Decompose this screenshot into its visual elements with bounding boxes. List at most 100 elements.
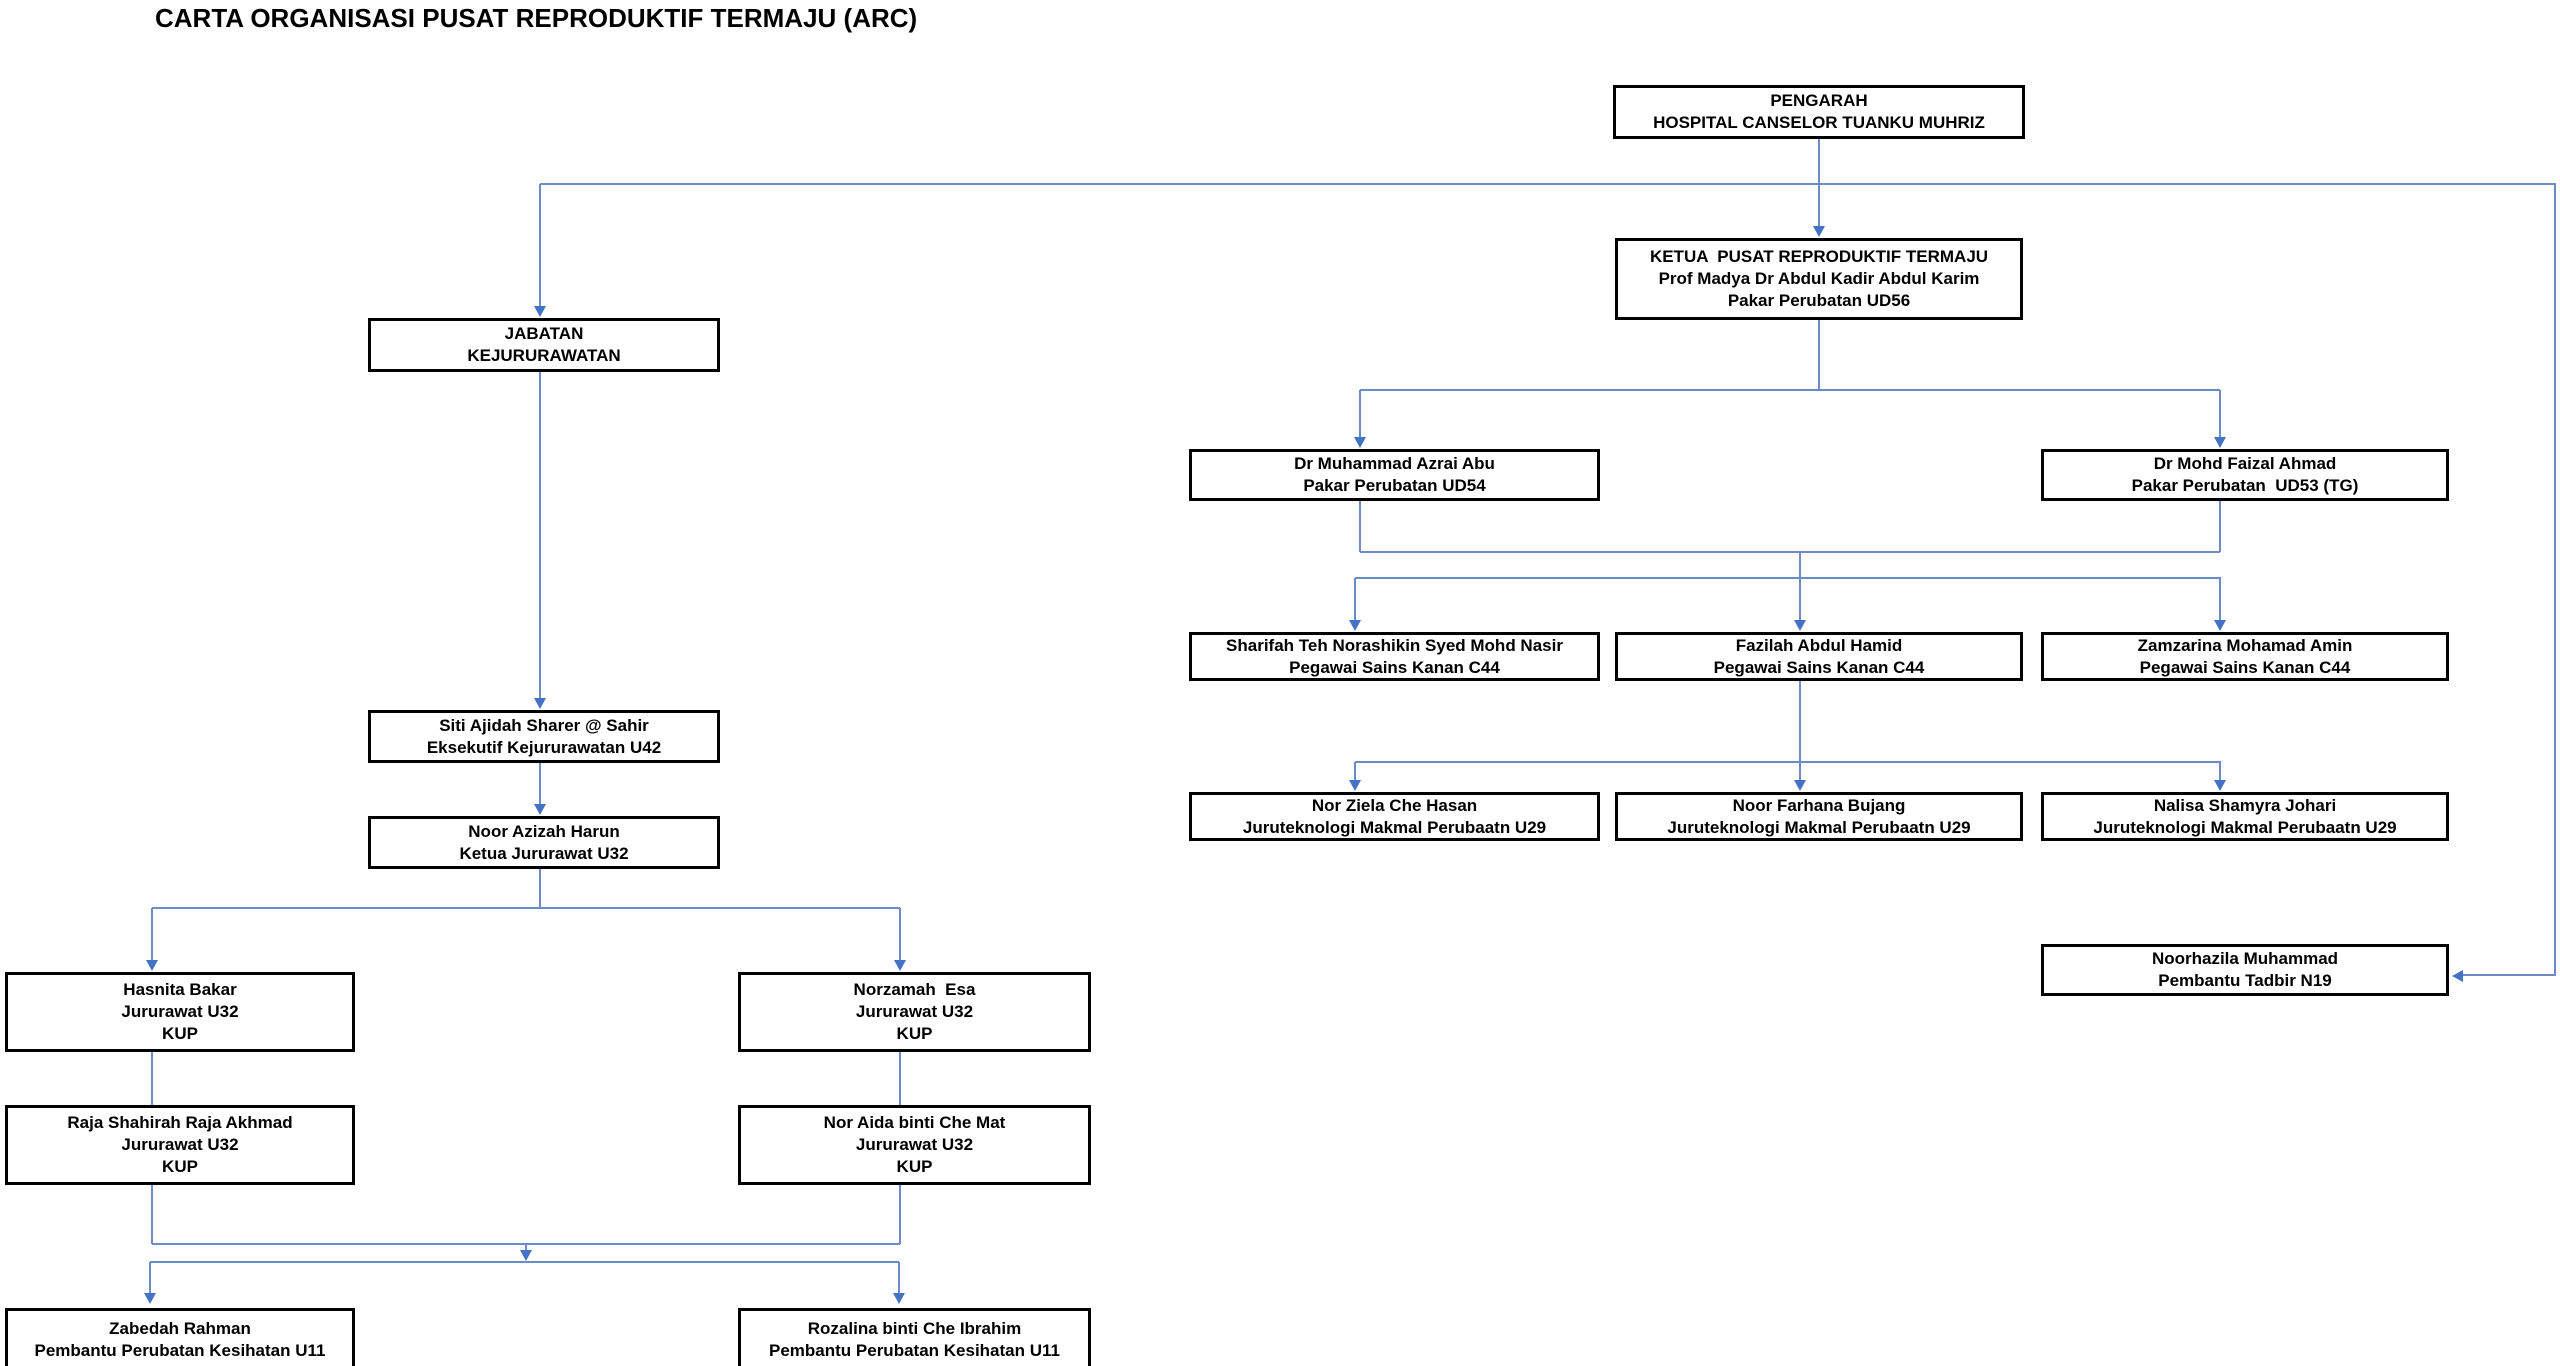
connector-vertical-line bbox=[898, 1262, 900, 1294]
connector-vertical-line bbox=[1799, 681, 1801, 762]
arrowhead-down-icon bbox=[1813, 226, 1825, 237]
connector-horizontal-line bbox=[1355, 577, 2221, 579]
arrowhead-down-icon bbox=[146, 960, 158, 971]
org-box-hasnita-bakar-line-1: Hasnita Bakar bbox=[123, 980, 237, 999]
arrowhead-down-icon bbox=[144, 1293, 156, 1304]
connector-vertical-line bbox=[539, 184, 541, 310]
org-box-jabatan-kejururawatan: JABATAN KEJURURAWATAN bbox=[368, 318, 720, 372]
org-box-zamzarina-mohamad-amin-line-2: Pegawai Sains Kanan C44 bbox=[2139, 657, 2351, 677]
connector-vertical-line bbox=[149, 1262, 151, 1294]
org-box-ketua-pusat-reproduktif-line-2: Prof Madya Dr Abdul Kadir Abdul Karim bbox=[1658, 269, 1980, 288]
connector-vertical-line bbox=[2219, 501, 2221, 552]
arrowhead-down-icon bbox=[894, 960, 906, 971]
org-box-nalisa-shamyra-johari-line-1: Nalisa Shamyra Johari bbox=[2153, 795, 2337, 815]
connector-vertical-line bbox=[2219, 390, 2221, 439]
arrowhead-down-icon bbox=[2214, 620, 2226, 631]
org-box-raja-shahirah-raja-akhmad-line-2: Jururawat U32 bbox=[121, 1135, 239, 1154]
arrowhead-down-icon bbox=[1794, 620, 1806, 631]
org-box-norzamah-esa-line-3: KUP bbox=[896, 1024, 933, 1043]
arrowhead-down-icon bbox=[1349, 620, 1361, 631]
connector-vertical-line bbox=[151, 1052, 153, 1105]
arrowhead-down-icon bbox=[1354, 437, 1366, 448]
org-box-pengarah-hospital-line-2: HOSPITAL CANSELOR TUANKU MUHRIZ bbox=[1653, 113, 1985, 132]
org-box-raja-shahirah-raja-akhmad-line-1: Raja Shahirah Raja Akhmad bbox=[67, 1113, 293, 1132]
org-box-ketua-pusat-reproduktif: KETUA PUSAT REPRODUKTIF TERMAJU Prof Mady… bbox=[1615, 238, 2023, 320]
org-box-nor-ziela-che-hasan-line-2: Juruteknologi Makmal Perubaatn U29 bbox=[1242, 817, 1547, 837]
org-box-noor-farhana-bujang-line-1: Noor Farhana Bujang bbox=[1732, 795, 1906, 815]
org-box-ketua-pusat-reproduktif-line-3: Pakar Perubatan UD56 bbox=[1727, 291, 1911, 310]
org-box-noor-azizah-harun-line-1: Noor Azizah Harun bbox=[468, 821, 620, 841]
org-box-jabatan-kejururawatan-line-2: KEJURURAWATAN bbox=[467, 346, 621, 365]
connector-vertical-line bbox=[539, 763, 541, 806]
connector-vertical-line bbox=[899, 1185, 901, 1244]
org-box-nalisa-shamyra-johari-line-2: Juruteknologi Makmal Perubaatn U29 bbox=[2093, 817, 2397, 837]
org-box-fazilah-abdul-hamid-line-2: Pegawai Sains Kanan C44 bbox=[1713, 657, 1925, 677]
connector-vertical-line bbox=[1359, 501, 1361, 552]
connector-vertical-line bbox=[2219, 578, 2221, 621]
org-box-zamzarina-mohamad-amin-line-1: Zamzarina Mohamad Amin bbox=[2137, 635, 2353, 655]
arrowhead-down-icon bbox=[534, 804, 546, 815]
connector-horizontal-line bbox=[540, 183, 2556, 185]
org-box-dr-muhammad-azrai-abu-line-1: Dr Muhammad Azrai Abu bbox=[1294, 454, 1495, 473]
connector-vertical-line bbox=[1818, 184, 1820, 230]
arrowhead-left-icon bbox=[2452, 970, 2463, 982]
arrowhead-down-icon bbox=[534, 306, 546, 317]
org-box-sharifah-teh-norashikin-line-1: Sharifah Teh Norashikin Syed Mohd Nasir bbox=[1226, 635, 1563, 655]
org-box-nor-aida-binti-che-mat-line-1: Nor Aida binti Che Mat bbox=[823, 1113, 1006, 1132]
org-box-noorhazila-muhammad-line-2: Pembantu Tadbir N19 bbox=[2158, 971, 2332, 990]
connector-vertical-line bbox=[1354, 762, 1356, 782]
org-box-nor-ziela-che-hasan-line-1: Nor Ziela Che Hasan bbox=[1311, 795, 1478, 815]
org-box-jabatan-kejururawatan-line-1: JABATAN bbox=[504, 324, 584, 343]
connector-horizontal-line bbox=[1355, 761, 2221, 763]
org-box-norzamah-esa-line-1: Norzamah Esa bbox=[853, 980, 976, 999]
org-box-fazilah-abdul-hamid-line-1: Fazilah Abdul Hamid bbox=[1735, 635, 1903, 655]
org-box-dr-mohd-faizal-ahmad-line-1: Dr Mohd Faizal Ahmad bbox=[2153, 454, 2337, 473]
org-box-nor-aida-binti-che-mat-line-2: Jururawat U32 bbox=[855, 1135, 974, 1154]
connector-vertical-line bbox=[1354, 578, 1356, 621]
arrowhead-down-icon bbox=[2214, 437, 2226, 448]
arrowhead-down-icon bbox=[893, 1293, 905, 1304]
org-box-rozalina-binti-che-ibrahim-line-1: Rozalina binti Che Ibrahim bbox=[807, 1319, 1022, 1338]
org-box-siti-ajidah-sharer-line-2: Eksekutif Kejururawatan U42 bbox=[426, 737, 662, 757]
connector-horizontal-line bbox=[1360, 389, 2220, 391]
org-box-ketua-pusat-reproduktif-line-1: KETUA PUSAT REPRODUKTIF TERMAJU bbox=[1649, 247, 1989, 266]
connector-vertical-line bbox=[1799, 762, 1801, 782]
org-box-zabedah-rahman-line-1: Zabedah Rahman bbox=[109, 1319, 251, 1338]
arrowhead-down-icon bbox=[520, 1250, 532, 1261]
connector-vertical-line bbox=[539, 372, 541, 699]
org-box-siti-ajidah-sharer-line-1: Siti Ajidah Sharer @ Sahir bbox=[439, 715, 649, 735]
org-box-sharifah-teh-norashikin-line-2: Pegawai Sains Kanan C44 bbox=[1289, 657, 1500, 677]
chart-title: CARTA ORGANISASI PUSAT REPRODUKTIF TERMA… bbox=[155, 3, 918, 33]
connector-horizontal-line bbox=[150, 1261, 899, 1263]
org-box-rozalina-binti-che-ibrahim-line-2: Pembantu Perubatan Kesihatan U11 bbox=[769, 1341, 1060, 1360]
connector-vertical-line bbox=[151, 1185, 153, 1244]
connector-vertical-line bbox=[2219, 762, 2221, 782]
connector-vertical-line bbox=[2554, 184, 2556, 975]
org-box-dr-mohd-faizal-ahmad-line-2: Pakar Perubatan UD53 (TG) bbox=[2131, 476, 2359, 495]
connector-vertical-line bbox=[899, 908, 901, 962]
connector-vertical-line bbox=[1359, 390, 1361, 439]
org-box-pengarah-hospital-line-1: PENGARAH bbox=[1770, 91, 1868, 110]
org-box-zabedah-rahman-line-2: Pembantu Perubatan Kesihatan U11 bbox=[34, 1341, 326, 1360]
connector-vertical-line bbox=[899, 1052, 901, 1105]
arrowhead-down-icon bbox=[2214, 780, 2226, 791]
arrowhead-down-icon bbox=[534, 698, 546, 709]
connector-vertical-line bbox=[1799, 552, 1801, 578]
connector-vertical-line bbox=[1799, 578, 1801, 621]
org-box-dr-muhammad-azrai-abu-line-2: Pakar Perubatan UD54 bbox=[1303, 476, 1486, 495]
arrowhead-down-icon bbox=[1349, 780, 1361, 791]
arrowhead-down-icon bbox=[1794, 780, 1806, 791]
org-box-noorhazila-muhammad-line-1: Noorhazila Muhammad bbox=[2151, 949, 2339, 968]
org-box-noor-farhana-bujang-line-2: Juruteknologi Makmal Perubaatn U29 bbox=[1667, 817, 1971, 837]
